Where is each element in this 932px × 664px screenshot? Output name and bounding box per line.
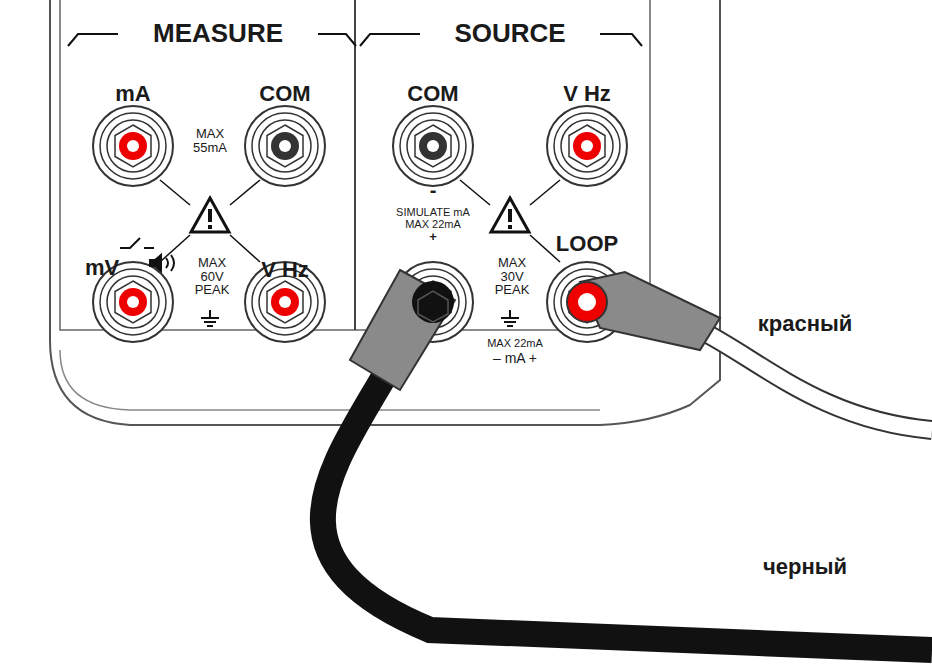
section-heading: MEASURE	[153, 20, 283, 47]
rating-note: MAX 22mA	[487, 338, 543, 350]
rating-note: MAX 60V PEAK	[190, 256, 234, 297]
terminal-label: LOOP	[556, 232, 618, 255]
wire-color-label: красный	[758, 312, 853, 335]
rating-note: MAX 30V PEAK	[490, 256, 534, 297]
rating-note: SIMULATE mA MAX 22mA	[388, 207, 478, 230]
terminal-label: V Hz	[563, 82, 611, 105]
terminal-label: COM	[407, 82, 458, 105]
terminal-label: COM	[259, 82, 310, 105]
section-heading: SOURCE	[454, 20, 565, 47]
polarity-mark: -	[430, 180, 437, 201]
polarity-note: – mA +	[493, 351, 537, 366]
terminal-label: mA	[115, 82, 150, 105]
rating-note: MAX 55mA	[186, 127, 234, 154]
terminal-label: mV	[85, 256, 119, 279]
polarity-mark: +	[429, 230, 437, 244]
wire-color-label: черный	[763, 555, 847, 578]
terminal-label: V Hz	[261, 258, 309, 281]
